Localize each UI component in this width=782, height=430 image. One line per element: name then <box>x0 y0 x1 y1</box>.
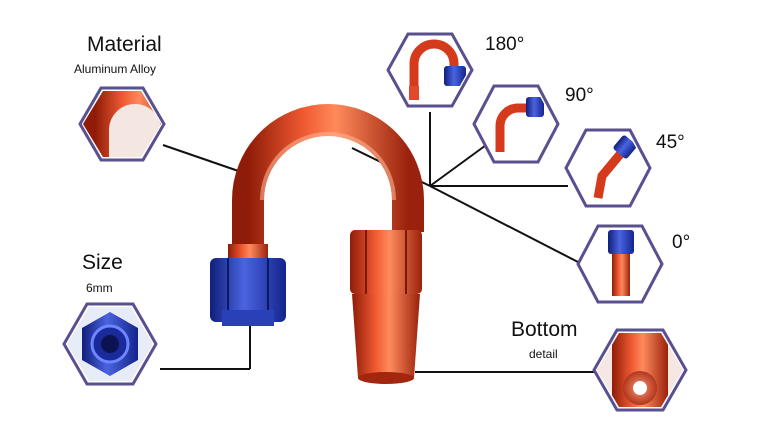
u-bend-tube <box>232 104 424 255</box>
material-title: Material <box>87 33 162 56</box>
size-subtitle: 6mm <box>86 281 113 295</box>
angle-90-label: 90° <box>565 85 594 106</box>
hex-90 <box>472 84 560 164</box>
red-hex-socket <box>350 230 422 294</box>
angle-0-connector <box>429 185 579 263</box>
size-title: Size <box>82 251 123 274</box>
angle-180-label: 180° <box>485 34 525 55</box>
u-bend-highlight <box>260 132 396 201</box>
main-180-fitting <box>210 104 424 384</box>
angle-45-label: 45° <box>656 132 685 153</box>
hex-material <box>78 86 166 162</box>
angle-0-label: 0° <box>672 232 691 253</box>
left-collar <box>228 244 268 258</box>
angle-90-connector <box>429 139 494 187</box>
bottom-subtitle: detail <box>529 347 558 361</box>
hex-bottom <box>592 328 688 412</box>
hex-0 <box>576 224 664 304</box>
sleeve-bottom <box>358 372 414 384</box>
hex-45 <box>564 128 652 208</box>
material-connector <box>162 144 251 176</box>
hex-180 <box>386 32 474 108</box>
material-subtitle: Aluminum Alloy <box>74 62 157 76</box>
bottom-title: Bottom <box>511 318 578 341</box>
red-sleeve <box>352 294 420 378</box>
blue-nut-base <box>222 310 274 326</box>
hex-size <box>62 302 158 386</box>
